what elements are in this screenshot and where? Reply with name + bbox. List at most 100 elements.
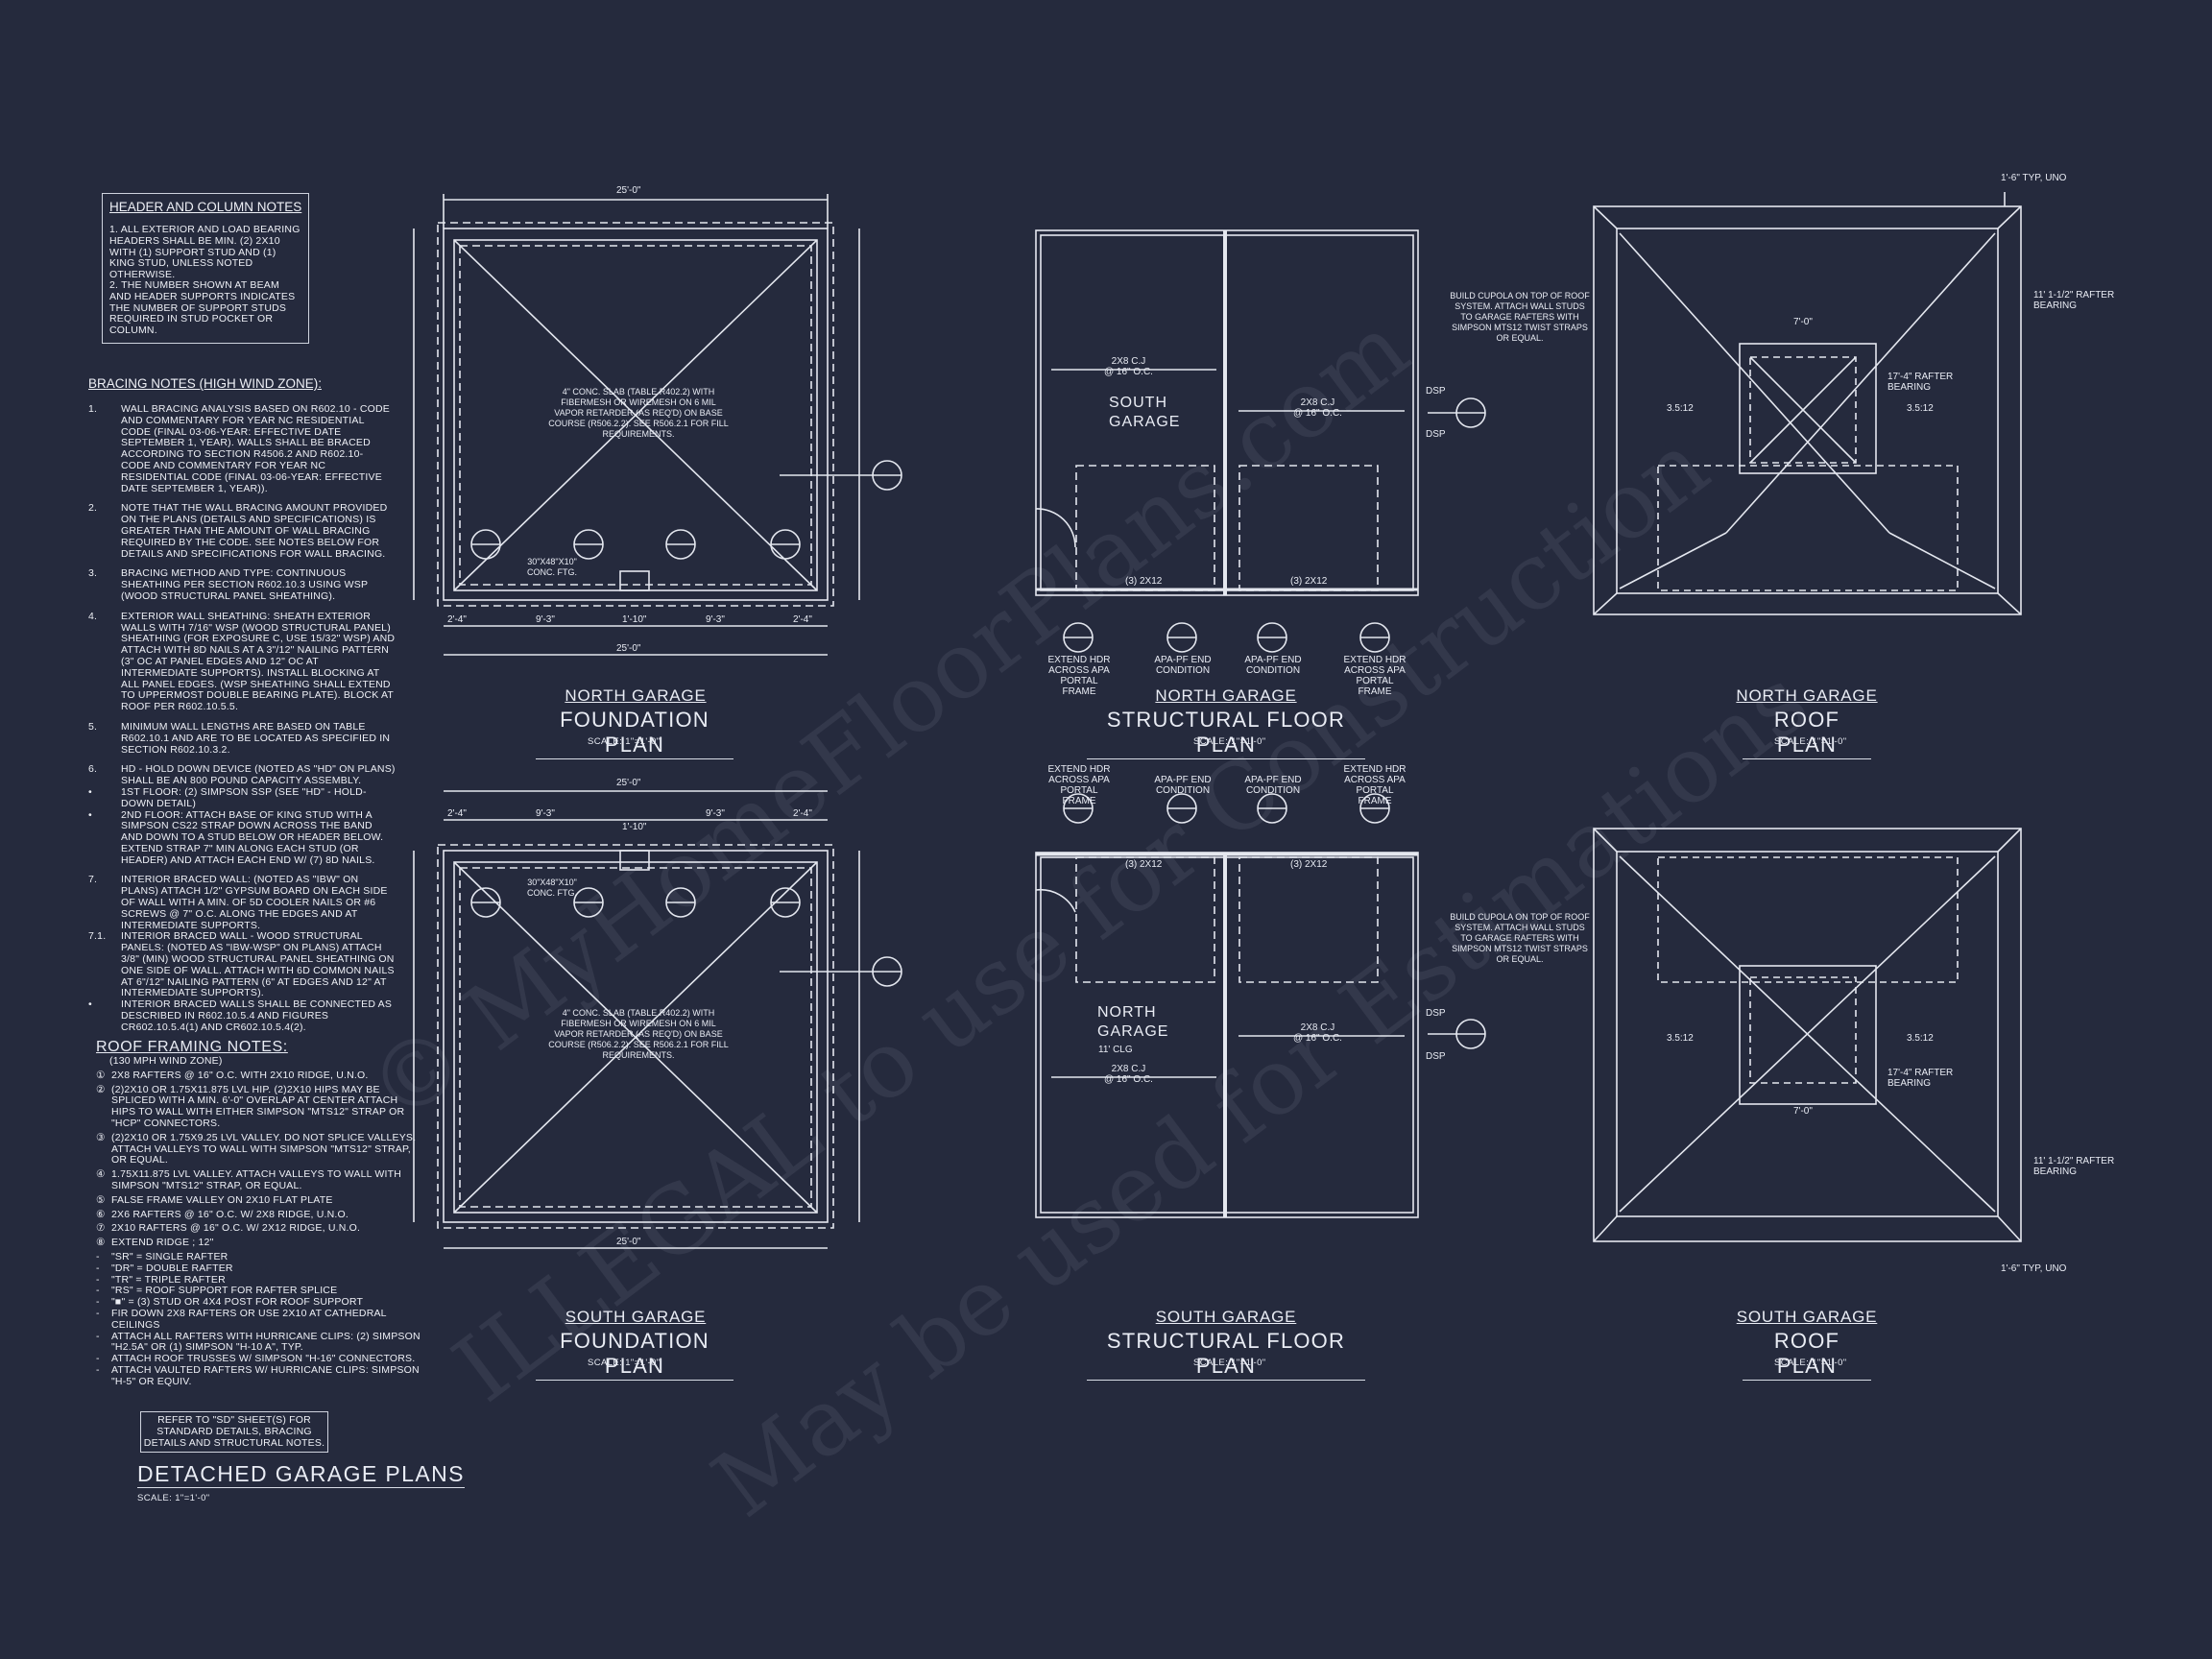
north-str-extend-hdr-left: EXTEND HDR ACROSS APA PORTAL FRAME — [1047, 655, 1111, 697]
roof-dash-4: -"RS" = ROOF SUPPORT FOR RAFTER SPLICE — [96, 1285, 338, 1297]
roof-framing-subtitle: (130 MPH WIND ZONE) — [109, 1055, 223, 1067]
north-roof-overhang: 1'-6" TYP, UNO — [2001, 173, 2067, 183]
south-fnd-seg-2: 9'-3" — [536, 808, 555, 819]
north-fnd-width-bottom: 25'-0" — [616, 643, 641, 654]
south-str-dsp-1: DSP — [1426, 1008, 1446, 1019]
north-str-room-label: SOUTH GARAGE — [1109, 395, 1181, 430]
roof-note-3: ③(2)2x10 OR 1.75x9.25 LVL VALLEY. DO NOT… — [96, 1131, 417, 1166]
roof-dash-5: -"■" = (3) STUD OR 4x4 POST FOR ROOF SUP… — [96, 1296, 364, 1309]
north-str-header-right: (3) 2x12 — [1290, 576, 1328, 587]
south-str-room-label: NORTH GARAGE — [1097, 1004, 1169, 1040]
south-foundation-plan — [413, 790, 902, 1249]
header-column-notes-box: HEADER AND COLUMN NOTES 1. ALL EXTERIOR … — [102, 193, 309, 344]
north-fnd-seg-1: 2'-4" — [447, 614, 467, 625]
roof-note-4: ④1.75x11.875 LVL VALLEY. ATTACH VALLEYS … — [96, 1168, 402, 1191]
south-str-title-2: STRUCTURAL FLOOR PLAN — [1087, 1329, 1365, 1381]
north-roof-scale: SCALE: 1"=1'-0" — [1774, 736, 1847, 747]
north-str-header-left: (3) 2x12 — [1125, 576, 1163, 587]
north-fnd-seg-3: 1'-10" — [622, 614, 647, 625]
roof-dash-1: -"SR" = SINGLE RAFTER — [96, 1250, 228, 1262]
north-roof-title-1: NORTH GARAGE — [1736, 686, 1878, 705]
roof-dash-6: -FIR DOWN 2x8 RAFTERS OR USE 2x10 AT CAT… — [96, 1307, 387, 1331]
north-fnd-title-1: NORTH GARAGE — [565, 686, 707, 705]
north-fnd-scale: SCALE: 1"=1'-0" — [588, 736, 661, 747]
south-fnd-width-top: 25'-0" — [616, 778, 641, 788]
bracing-note-2: 2.NOTE THAT THE WALL BRACING AMOUNT PROV… — [88, 502, 388, 560]
south-structural-floor-plan — [1035, 793, 1486, 1218]
north-roof-plan — [1593, 192, 2022, 615]
north-str-scale: SCALE: 1"=1'-0" — [1193, 736, 1266, 747]
south-roof-pitch-left: 3.5:12 — [1667, 1033, 1694, 1044]
south-str-apa-left: APA-PF END CONDITION — [1154, 775, 1212, 796]
bracing-notes: BRACING NOTES (HIGH WIND ZONE): 1.WALL B… — [88, 376, 396, 1043]
south-fnd-seg-4: 9'-3" — [706, 808, 725, 819]
south-str-header-right: (3) 2x12 — [1290, 859, 1328, 870]
bracing-note-7-1: 7.1.INTERIOR BRACED WALL - WOOD STRUCTUR… — [88, 930, 395, 999]
south-roof-cupola-width: 7'-0" — [1793, 1106, 1813, 1117]
roof-note-6: ⑥2x6 RAFTERS @ 16" O.C. W/ 2x8 RIDGE, U.… — [96, 1208, 349, 1220]
bracing-notes-title: BRACING NOTES (HIGH WIND ZONE): — [88, 376, 322, 391]
south-str-title-1: SOUTH GARAGE — [1155, 1308, 1297, 1326]
roof-framing-title: ROOF FRAMING NOTES: — [96, 1039, 288, 1055]
roof-dash-8: -ATTACH ROOF TRUSSES w/ SIMPSON "H-16" C… — [96, 1353, 416, 1365]
north-roof-bearing-11: 11' 1-1/2" RAFTER BEARING — [2033, 290, 2115, 311]
header-note-1: 1. ALL EXTERIOR AND LOAD BEARING HEADERS… — [109, 224, 301, 281]
south-str-apa-right: APA-PF END CONDITION — [1244, 775, 1302, 796]
bracing-note-7: 7.INTERIOR BRACED WALL: (NOTED AS "IBW" … — [88, 874, 388, 931]
north-str-title-2: STRUCTURAL FLOOR PLAN — [1087, 708, 1365, 759]
south-str-header-left: (3) 2x12 — [1125, 859, 1163, 870]
north-roof-cupola-width: 7'-0" — [1793, 317, 1813, 327]
north-fnd-width-top: 25'-0" — [616, 185, 641, 196]
south-fnd-scale: SCALE: 1"=1'-0" — [588, 1358, 661, 1368]
south-roof-overhang: 1'-6" TYP, UNO — [2001, 1263, 2067, 1274]
roof-note-2: ②(2)2x10 OR 1.75x11.875 LVL HIP. (2)2x10… — [96, 1083, 405, 1129]
south-roof-pitch-right: 3.5:12 — [1907, 1033, 1934, 1044]
roof-dash-2: -"DR" = DOUBLE RAFTER — [96, 1262, 233, 1274]
south-fnd-width-bottom: 25'-0" — [616, 1237, 641, 1247]
north-fnd-title-2: FOUNDATION PLAN — [536, 708, 733, 759]
north-roof-pitch-right: 3.5:12 — [1907, 403, 1934, 414]
roof-note-1: ①2x8 RAFTERS @ 16" O.C. WITH 2X10 RIDGE,… — [96, 1069, 369, 1081]
bracing-note-5: 5.MINIMUM WALL LENGTHS ARE BASED ON TABL… — [88, 720, 391, 756]
north-str-extend-hdr-right: EXTEND HDR ACROSS APA PORTAL FRAME — [1343, 655, 1407, 697]
north-roof-pitch-left: 3.5:12 — [1667, 403, 1694, 414]
refer-sd-box: REFER TO "SD" SHEET(S) FOR STANDARD DETA… — [140, 1411, 328, 1454]
south-str-cj-right: 2x8 C.J@ 16" O.C. — [1293, 1022, 1342, 1044]
roof-dash-7: -ATTACH ALL RAFTERS WITH HURRICANE CLIPS… — [96, 1330, 421, 1354]
south-str-extend-hdr-left: EXTEND HDR ACROSS APA PORTAL FRAME — [1047, 764, 1111, 806]
bracing-note-1: 1.WALL BRACING ANALYSIS BASED ON R602.10… — [88, 403, 390, 494]
south-roof-scale: SCALE: 1"=1'-0" — [1774, 1358, 1847, 1368]
south-roof-cupola-note: BUILD CUPOLA ON TOP OF ROOF SYSTEM. ATTA… — [1450, 912, 1590, 964]
south-fnd-slab-note: 4" CONC. SLAB (TABLE R402.2) WITH FIBERM… — [548, 1008, 729, 1060]
bracing-note-7-2: •INTERIOR BRACED WALLS SHALL BE CONNECTE… — [88, 998, 393, 1033]
north-str-cj-left: 2x8 C.J@ 16" O.C. — [1104, 356, 1153, 377]
header-notes-title: HEADER AND COLUMN NOTES — [109, 200, 302, 214]
bracing-note-6b: •2ND FLOOR: ATTACH BASE OF KING STUD WIT… — [88, 808, 384, 866]
north-str-title-1: NORTH GARAGE — [1155, 686, 1297, 705]
sheet-title: DETACHED GARAGE PLANS — [137, 1461, 465, 1488]
south-str-cj-left: 2x8 C.J@ 16" O.C. — [1104, 1064, 1153, 1085]
north-fnd-slab-note: 4" CONC. SLAB (TABLE R402.2) WITH FIBERM… — [548, 387, 729, 439]
roof-dash-3: -"TR" = TRIPLE RAFTER — [96, 1273, 226, 1286]
north-str-cj-right: 2x8 C.J@ 16" O.C. — [1293, 397, 1342, 419]
south-fnd-title-1: SOUTH GARAGE — [565, 1308, 707, 1326]
south-fnd-title-2: FOUNDATION PLAN — [536, 1329, 733, 1381]
bracing-note-4: 4.EXTERIOR WALL SHEATHING: SHEATH EXTERI… — [88, 610, 396, 713]
south-roof-bearing-11: 11' 1-1/2" RAFTER BEARING — [2033, 1156, 2115, 1177]
north-fnd-footing-note: 30"x48"x10" CONC. FTG. — [527, 557, 577, 577]
roof-dash-9: -ATTACH VAULTED RAFTERS w/ HURRICANE CLI… — [96, 1363, 420, 1387]
north-str-apa-right: APA-PF END CONDITION — [1244, 655, 1302, 676]
header-note-2: 2. THE NUMBER SHOWN AT BEAM AND HEADER S… — [109, 279, 296, 337]
north-fnd-seg-5: 2'-4" — [793, 614, 812, 625]
south-fnd-seg-3: 1'-10" — [622, 822, 647, 832]
north-foundation-plan — [413, 194, 902, 656]
north-structural-floor-plan — [1035, 229, 1486, 653]
roof-note-7: ⑦2x10 RAFTERS @ 16" O.C. W/ 2x12 RIDGE, … — [96, 1222, 361, 1235]
south-fnd-footing-note: 30"x48"x10" CONC. FTG. — [527, 878, 577, 898]
sheet-scale: SCALE: 1"=1'-0" — [137, 1493, 210, 1503]
south-str-clg: 11' CLG — [1098, 1045, 1133, 1055]
south-str-dsp-2: DSP — [1426, 1051, 1446, 1062]
